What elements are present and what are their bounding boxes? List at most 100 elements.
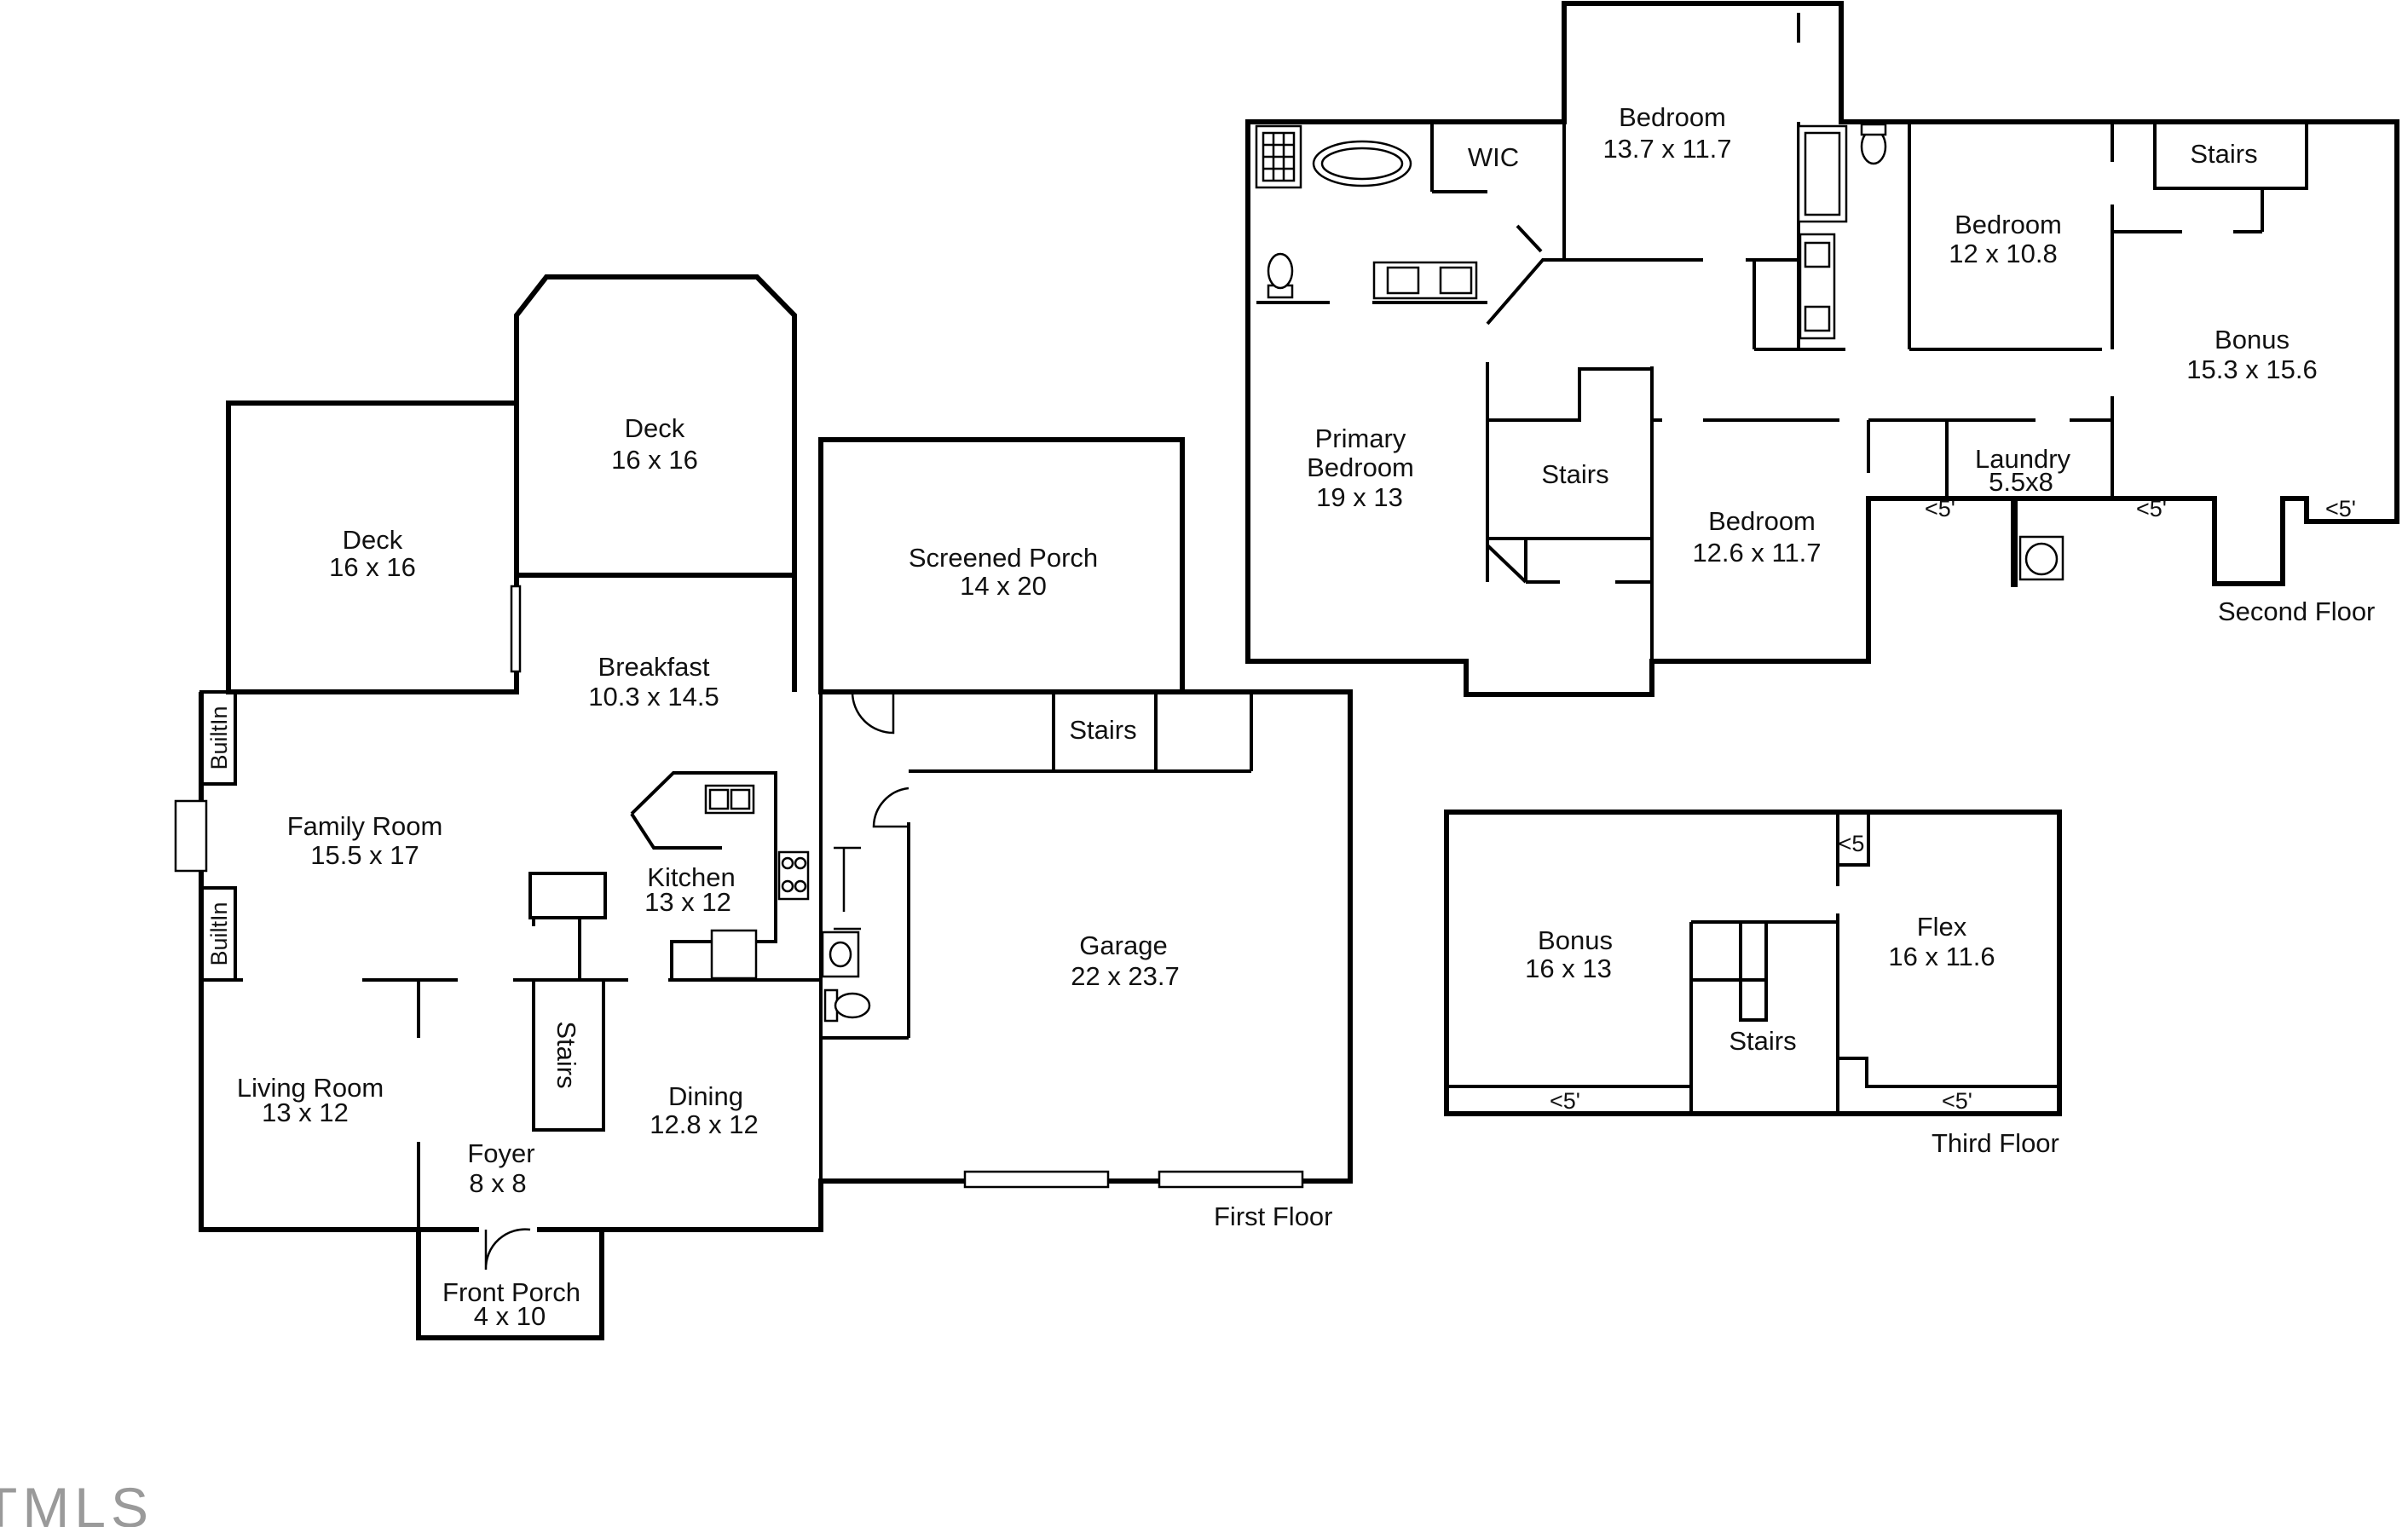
room-dining-size: 12.8 x 12: [650, 1109, 759, 1139]
kitchen-island: [630, 771, 777, 980]
third-floor: [1444, 810, 2062, 1116]
room-primary-bedroom-size: 19 x 13: [1316, 482, 1403, 512]
master-toilet-bowl: [1267, 252, 1294, 290]
low-ceiling-note-4: <5: [1839, 831, 1865, 856]
low-ceiling-note-2: <5': [2136, 496, 2167, 521]
deck-top-outline: [514, 274, 797, 575]
vanity-sink: [1386, 266, 1420, 295]
knee-wall-flex: [1838, 1057, 2059, 1088]
second-stairs-label: Stairs: [1541, 459, 1608, 489]
room-garage-name: Garage: [1079, 931, 1167, 960]
room-front-porch-name: Front Porch: [442, 1277, 580, 1307]
low-ceiling-note-1: <5': [1925, 496, 1955, 521]
room-flex-size: 16 x 11.6: [1888, 942, 1995, 971]
bathtub: [1312, 140, 1412, 187]
burner: [794, 879, 807, 893]
builtin-top-box: [199, 690, 237, 786]
third-floor-label: Third Floor: [1932, 1128, 2059, 1158]
room-dining-name: Dining: [668, 1081, 743, 1111]
room-deck-top-size: 16 x 16: [611, 445, 698, 475]
wic-angle: [1516, 224, 1543, 253]
third-floor-shell: [1444, 810, 2062, 1116]
room-living-room-size: 13 x 12: [262, 1098, 349, 1127]
room-laundry-name: Laundry: [1975, 444, 2071, 474]
bath2-sink-2: [1804, 305, 1831, 332]
room-foyer-size: 8 x 8: [469, 1168, 526, 1198]
room-bedroom-right-size: 12 x 10.8: [1949, 239, 2058, 268]
low-ceiling-note-3: <5': [2325, 496, 2356, 521]
center-stairs-label: Stairs: [551, 1021, 581, 1088]
burner: [781, 879, 794, 893]
third-stairs-label: Stairs: [1729, 1026, 1796, 1056]
room-bonus2-size: 15.3 x 15.6: [2186, 354, 2317, 384]
shower-tile: [1262, 131, 1296, 182]
second-floor-shell: [1245, 1, 2399, 697]
room-bedroom-mid-size: 12.6 x 11.7: [1692, 538, 1821, 568]
bath2-tub-inner: [1804, 131, 1841, 216]
laundry-washer-drum: [2024, 542, 2059, 576]
bath2-sink: [1804, 241, 1831, 268]
garage-door-swing: [872, 787, 909, 828]
third-stairs-rail: [1739, 920, 1768, 1022]
room-living-room-name: Living Room: [237, 1073, 384, 1103]
room-family-room-name: Family Room: [287, 811, 443, 841]
center-stairs-outline: [532, 978, 605, 1132]
builtin-bottom-box: [199, 886, 237, 982]
bath2-toilet-tank: [1860, 123, 1887, 136]
first-floor-label: First Floor: [1214, 1201, 1333, 1231]
vanity-sink-2: [1439, 266, 1473, 295]
room-bedroom-top-size: 13.7 x 11.7: [1602, 134, 1731, 164]
room-bonus3-size: 16 x 13: [1525, 954, 1612, 983]
knee-wall-box: [1836, 810, 1870, 867]
second-floor: [1245, 1, 2399, 697]
burner: [794, 856, 807, 870]
room-bedroom-right-name: Bedroom: [1955, 210, 2062, 239]
powder-sink: [821, 931, 860, 978]
room-front-porch-size: 4 x 10: [474, 1301, 546, 1331]
room-bonus2-name: Bonus: [2215, 325, 2290, 354]
room-screened-porch-name: Screened Porch: [909, 543, 1098, 573]
room-deck-top-name: Deck: [625, 413, 685, 443]
room-breakfast-name: Breakfast: [598, 652, 710, 682]
room-family-room-size: 15.5 x 17: [310, 840, 419, 870]
low-ceiling-note-6: <5': [1942, 1088, 1972, 1114]
bonus-stairs-label: Stairs: [2190, 139, 2257, 169]
powder-sink-basin: [829, 941, 852, 968]
deck-slider: [510, 585, 522, 673]
room-wic-name: WIC: [1468, 142, 1519, 172]
room-bedroom-top-name: Bedroom: [1619, 102, 1726, 132]
builtin-label-bottom: BuiltIn: [206, 902, 232, 965]
low-ceiling-note-5: <5': [1550, 1088, 1580, 1114]
kitchen-island-inner: [630, 812, 722, 850]
room-garage-size: 22 x 23.7: [1071, 961, 1180, 991]
front-door-swing: [484, 1228, 531, 1271]
bonus-stairs-box: [2153, 120, 2308, 190]
burner: [781, 856, 794, 870]
watermark-text: TMLS: [0, 1476, 153, 1527]
room-kitchen-name: Kitchen: [647, 862, 735, 892]
room-foyer-name: Foyer: [467, 1138, 534, 1168]
toilet-bowl: [834, 992, 871, 1019]
bath-angle: [1486, 258, 1703, 326]
bathtub-inner: [1320, 147, 1404, 181]
rear-door-swing: [851, 690, 895, 735]
room-screened-porch-size: 14 x 20: [960, 571, 1047, 601]
room-deck-left-size: 16 x 16: [329, 552, 416, 582]
room-bedroom-mid-name: Bedroom: [1708, 506, 1816, 536]
room-flex-name: Flex: [1917, 912, 1967, 942]
kitchen-sink-basin-2: [730, 788, 751, 810]
kitchen-sink-basin: [708, 788, 730, 810]
fireplace: [174, 799, 208, 873]
second-stairs-angle: [1486, 539, 1652, 584]
bath2-tub: [1797, 124, 1848, 223]
room-deck-left-name: Deck: [343, 525, 403, 555]
garage-door-1: [963, 1170, 1110, 1189]
garage-door-2: [1158, 1170, 1304, 1189]
room-breakfast-size: 10.3 x 14.5: [588, 682, 719, 712]
builtin-label-top: BuiltIn: [206, 706, 232, 769]
room-laundry-size: 5.5x8: [1989, 467, 2053, 497]
room-bonus3-name: Bonus: [1538, 925, 1613, 955]
first-floor: [174, 274, 1353, 1340]
